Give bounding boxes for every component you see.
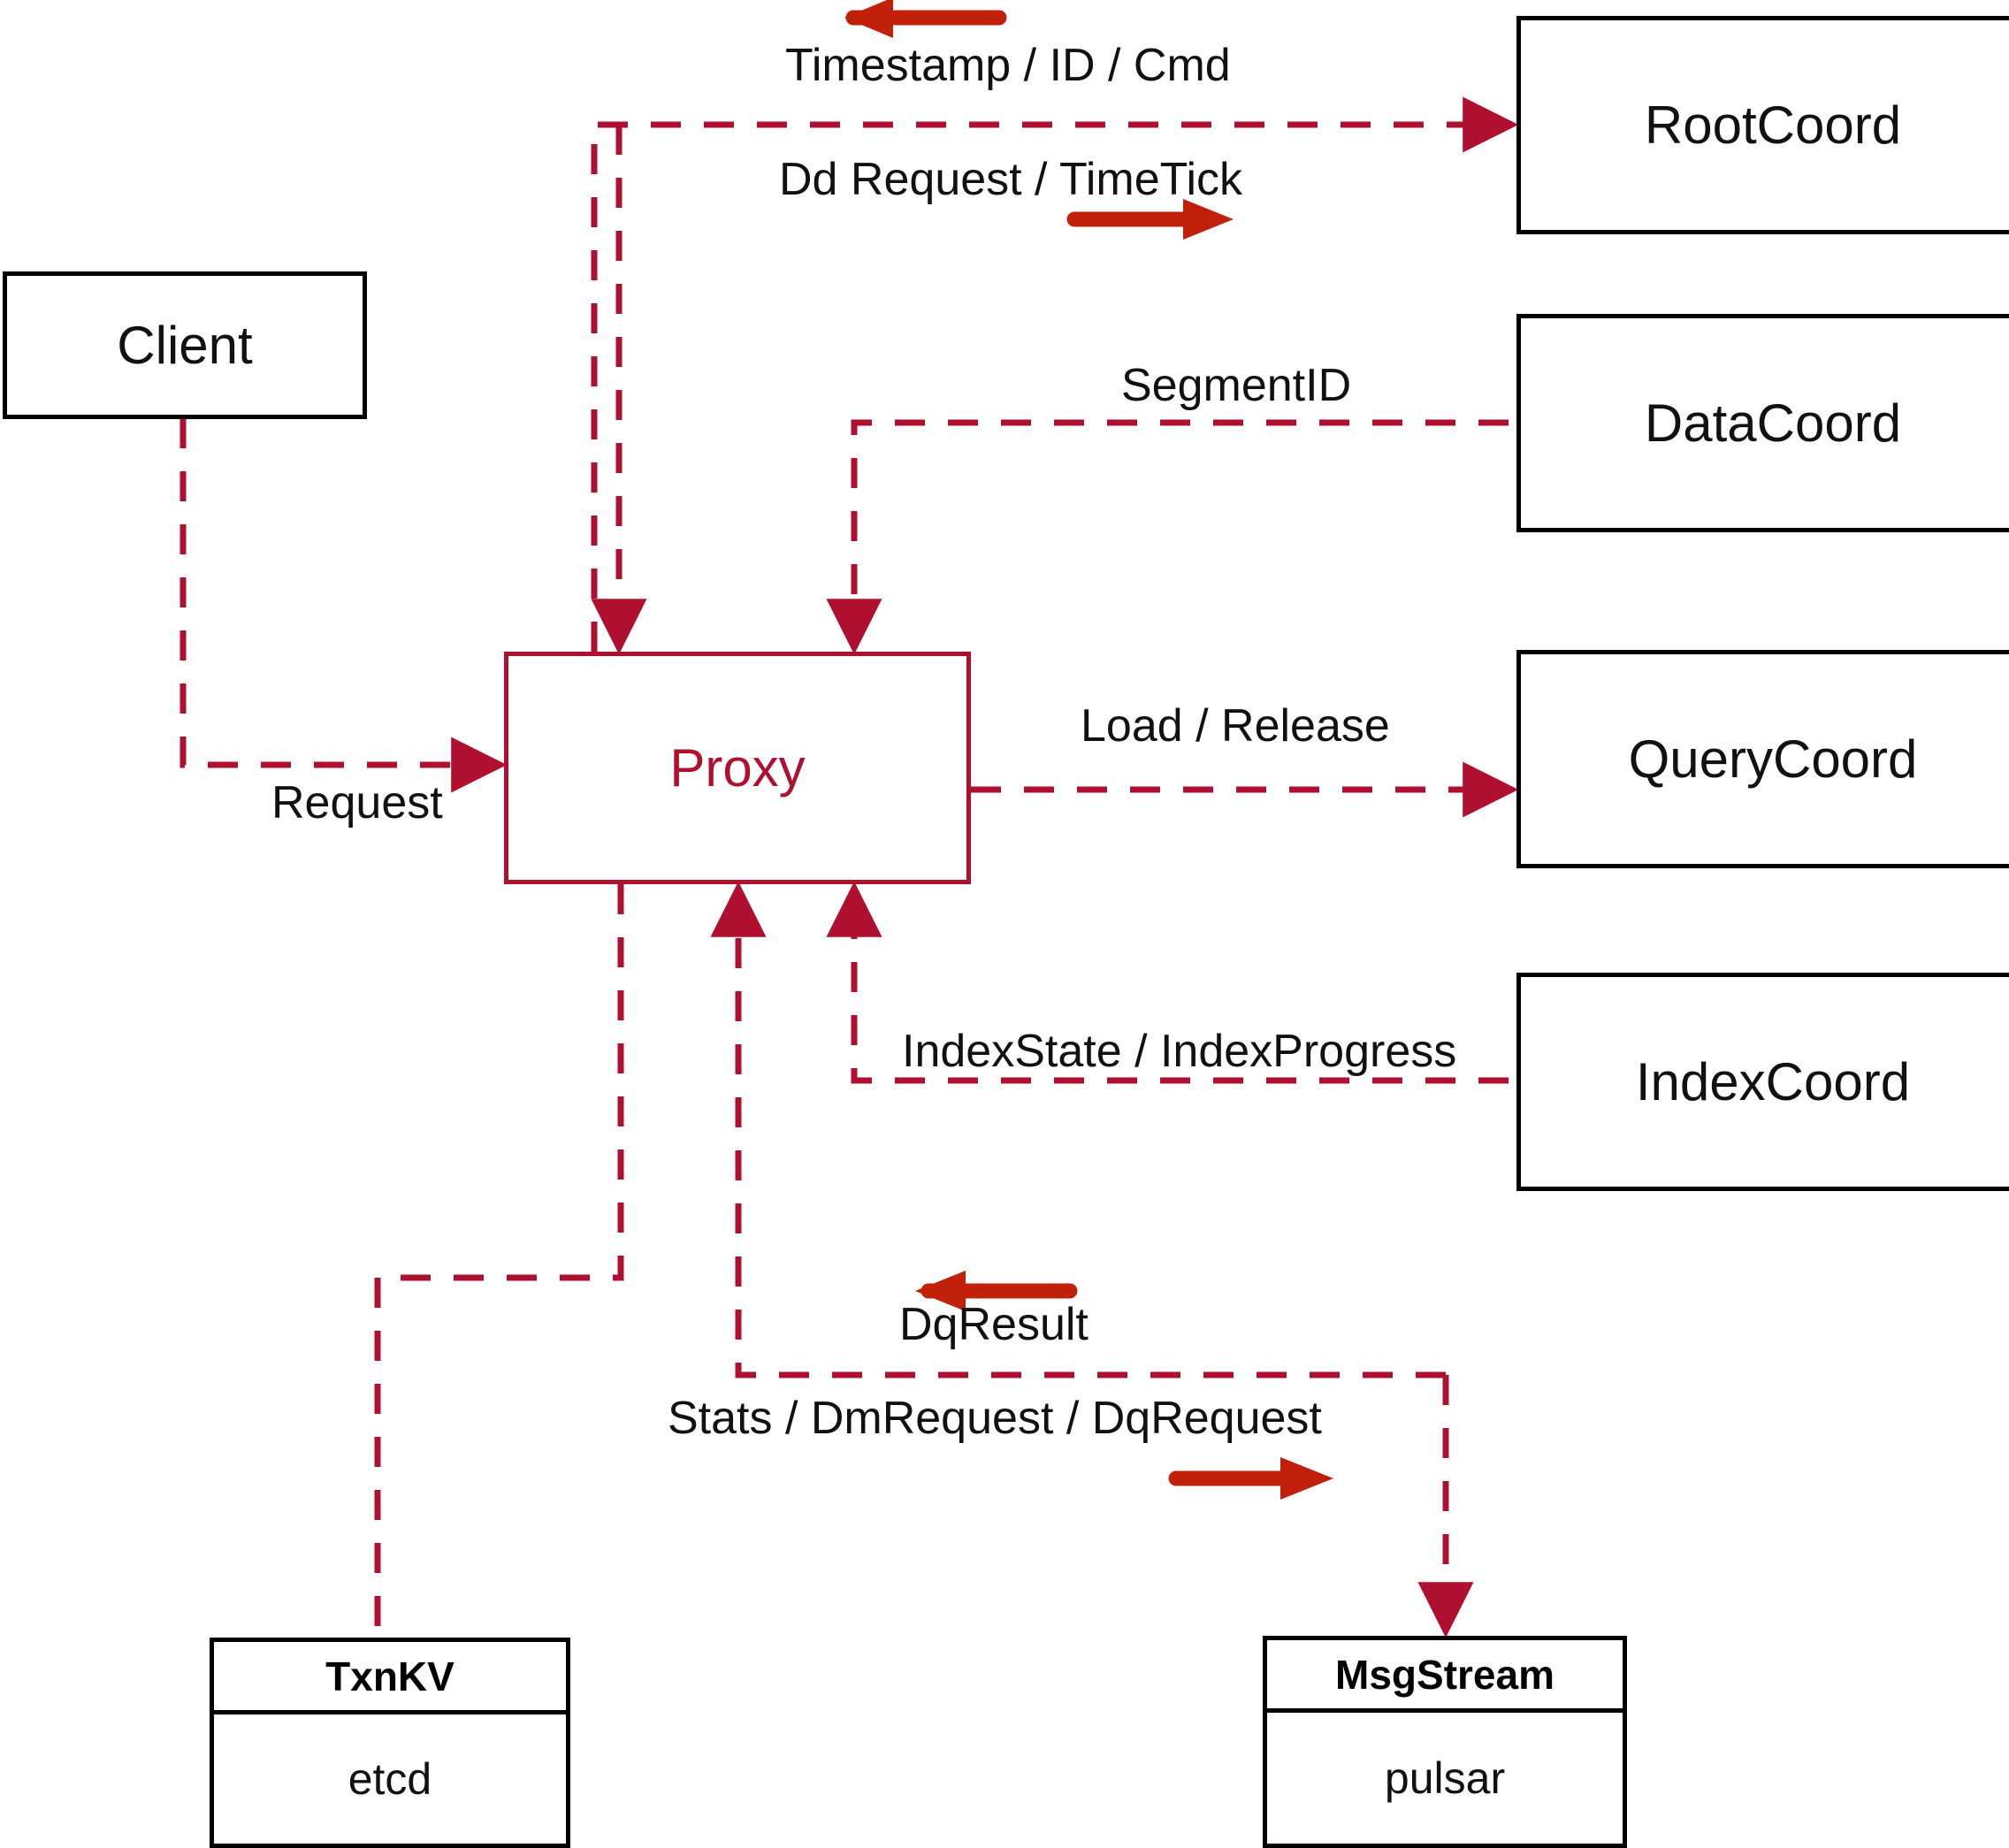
- node-index-coord-label: IndexCoord: [1635, 1051, 1911, 1111]
- edge-label-load-release: Load / Release: [1081, 700, 1390, 752]
- edge-label-dd-request-timetick: Dd Request / TimeTick: [779, 154, 1243, 205]
- edge-proxy-txnkv: [374, 884, 624, 1638]
- edge-dq-result: [710, 881, 1446, 1378]
- edge-label-index-state-progress: IndexState / IndexProgress: [902, 1026, 1457, 1077]
- node-query-coord[interactable]: QueryCoord: [1516, 650, 2009, 868]
- node-client[interactable]: Client: [3, 271, 367, 419]
- direction-arrow-dq-result: [915, 1271, 1078, 1311]
- edge-label-timestamp-id-cmd: Timestamp / ID / Cmd: [785, 40, 1231, 91]
- direction-arrow-dd-request: [1066, 199, 1234, 240]
- node-client-label: Client: [117, 315, 253, 375]
- node-msgstream-header: MsgStream: [1267, 1640, 1623, 1713]
- node-msgstream-body-label: pulsar: [1384, 1753, 1506, 1803]
- direction-arrow-stats-request: [1168, 1457, 1333, 1500]
- edge-request: [180, 418, 508, 793]
- node-msgstream[interactable]: MsgStream pulsar: [1263, 1636, 1627, 1848]
- node-txnkv-body-label: etcd: [348, 1754, 432, 1804]
- edge-label-segment-id: SegmentID: [1121, 360, 1352, 411]
- node-index-coord[interactable]: IndexCoord: [1516, 973, 2009, 1191]
- node-msgstream-body: pulsar: [1267, 1713, 1623, 1844]
- node-msgstream-header-label: MsgStream: [1335, 1651, 1554, 1698]
- edge-index-state-progress: [826, 881, 1509, 1084]
- node-txnkv[interactable]: TxnKV etcd: [210, 1638, 570, 1848]
- node-query-coord-label: QueryCoord: [1628, 729, 1918, 789]
- node-txnkv-header-label: TxnKV: [325, 1653, 455, 1699]
- node-proxy-label: Proxy: [669, 737, 806, 798]
- edge-label-stats-dm-dq-request: Stats / DmRequest / DqRequest: [668, 1393, 1322, 1444]
- node-root-coord[interactable]: RootCoord: [1516, 16, 2009, 234]
- node-root-coord-label: RootCoord: [1644, 95, 1902, 155]
- edge-label-dq-result: DqResult: [899, 1299, 1089, 1350]
- node-data-coord-label: DataCoord: [1644, 393, 1902, 453]
- node-txnkv-header: TxnKV: [214, 1642, 566, 1714]
- edge-label-request: Request: [271, 777, 443, 829]
- edge-dd-request-timetick: [591, 96, 1519, 652]
- node-proxy[interactable]: Proxy: [504, 652, 971, 884]
- node-data-coord[interactable]: DataCoord: [1516, 314, 2009, 532]
- edge-segment-id: [826, 419, 1509, 655]
- node-txnkv-body: etcd: [214, 1714, 566, 1844]
- direction-arrow-timestamp: [844, 0, 1007, 38]
